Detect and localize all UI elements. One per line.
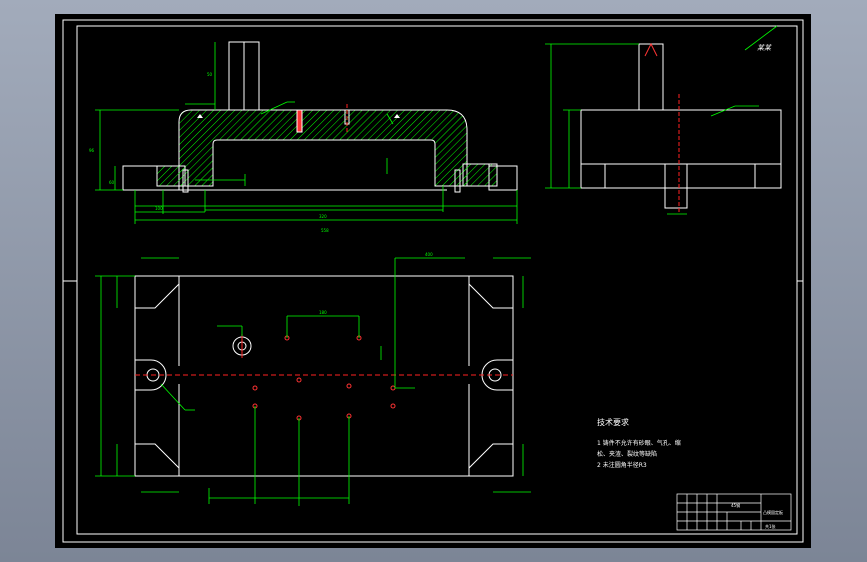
inner-frame	[76, 25, 798, 535]
front-section-view	[122, 41, 518, 193]
requirements-title: 技术要求	[597, 417, 629, 427]
plan-dimensions	[95, 257, 531, 506]
dim-top-width: 558	[321, 228, 329, 233]
drawing-sheet[interactable]: 320 558 100 96 60 50	[55, 14, 811, 548]
plan-view	[134, 275, 514, 477]
title-block-material: 45钢	[731, 502, 740, 508]
title-block-part-name: 凸模固定板	[763, 509, 783, 515]
front-dimensions	[95, 42, 518, 224]
plan-dimension-labels: 180 400	[319, 252, 433, 315]
requirement-note-1: 1 铸件不允许有砂眼、气孔、缩	[597, 439, 681, 447]
title-block-sheet: 共1张	[765, 523, 776, 529]
dim-height-inner: 50	[207, 72, 213, 77]
plan-holes	[252, 335, 396, 421]
drawing-canvas: 320 558 100 96 60 50	[62, 19, 804, 543]
signature-text: 某某	[757, 44, 772, 52]
dim-height-total: 96	[89, 148, 95, 153]
dim-plan-width: 400	[425, 252, 433, 257]
requirement-note-2: 松、夹渣、裂纹等缺陷	[597, 450, 657, 458]
dim-left-offset: 100	[155, 206, 163, 211]
front-dimension-labels: 320 558 100 96 60 50	[89, 72, 329, 233]
requirement-note-3: 2 未注圆角半径R3	[597, 461, 647, 469]
side-view	[580, 42, 782, 214]
dim-inner-width: 320	[319, 214, 327, 219]
technical-requirements: 技术要求 1 铸件不允许有砂眼、气孔、缩 松、夹渣、裂纹等缺陷 2 未注圆角半径…	[597, 417, 681, 469]
dim-hole-spacing: 180	[319, 310, 327, 315]
side-dimensions	[545, 25, 778, 215]
title-block	[676, 493, 792, 531]
dim-left-small: 60	[109, 180, 115, 185]
title-block-text: 凸模固定板 45钢 共1张	[731, 502, 783, 529]
